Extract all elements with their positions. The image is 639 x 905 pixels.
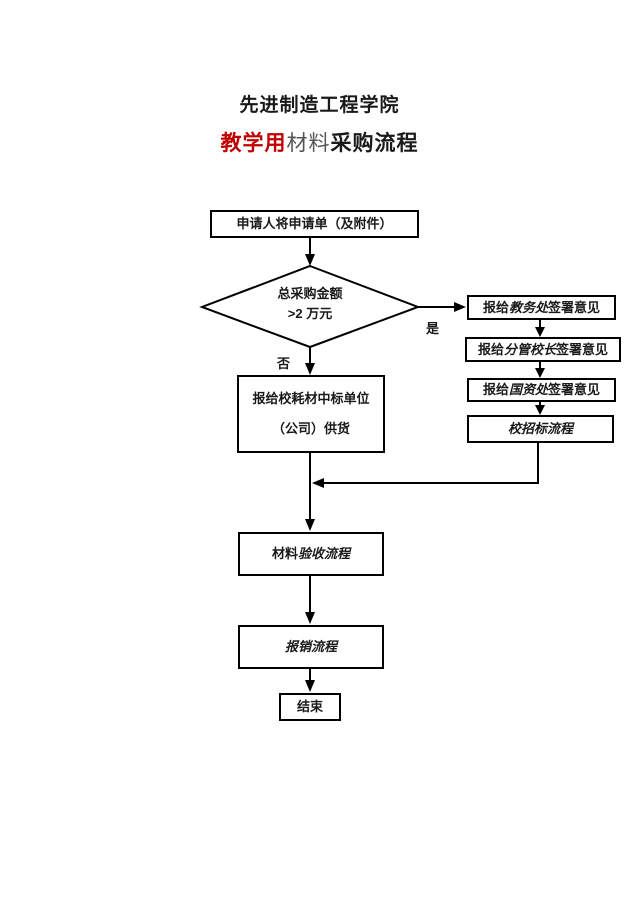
label-prefix: 报给 xyxy=(482,299,509,315)
node-approve-state-assets: 报给国资处签署意见 xyxy=(467,378,616,402)
decision-diamond-shape xyxy=(199,264,421,349)
arrowhead-down-end xyxy=(305,680,315,692)
node-supplier-line2: （公司）供货 xyxy=(271,421,350,436)
label-bidding: 校招标流程 xyxy=(507,421,573,437)
page-subtitle: 教学用材料采购流程 xyxy=(0,127,639,157)
label-suffix: 签署意见 xyxy=(548,299,601,315)
subtitle-gray-part: 材料 xyxy=(286,132,331,155)
arrowhead-down-yes3 xyxy=(535,405,545,415)
node-end: 结束 xyxy=(279,693,341,721)
label-prefix: 报给 xyxy=(477,341,504,357)
arrowhead-down-2 xyxy=(305,363,315,375)
node-approve-academic-affairs: 报给教务处签署意见 xyxy=(467,295,616,320)
decision-line2: >2 万元 xyxy=(287,306,333,322)
label-dept: 分管校长 xyxy=(503,341,556,357)
node-end-label: 结束 xyxy=(296,699,323,715)
arrowhead-right-yes xyxy=(454,302,466,312)
label-acceptance-process: 验收流程 xyxy=(298,546,351,562)
node-supplier: 报给校耗材中标单位 （公司）供货 xyxy=(237,375,385,453)
arrowhead-down-acceptance xyxy=(305,519,315,531)
decision-no-label: 否 xyxy=(277,356,291,371)
arrowhead-left-merge xyxy=(312,478,324,488)
arrowhead-down-reimburse xyxy=(305,612,315,624)
node-bidding-process: 校招标流程 xyxy=(467,415,614,443)
node-supplier-line1: 报给校耗材中标单位 xyxy=(252,391,370,407)
arrowhead-down-1 xyxy=(305,254,315,266)
node-decision-label: 总采购金额 >2 万元 xyxy=(202,284,418,324)
node-start-label: 申请人将申请单（及附件） xyxy=(236,216,393,232)
arrowhead-down-yes1 xyxy=(535,327,545,337)
connector-yes-merge xyxy=(322,443,539,484)
label-dept: 教务处 xyxy=(508,299,548,315)
decision-yes-label: 是 xyxy=(426,321,440,336)
label-dept: 国资处 xyxy=(508,382,548,398)
label-prefix: 报给 xyxy=(482,382,509,398)
subtitle-red-part: 教学用 xyxy=(220,132,287,155)
subtitle-black-part: 采购流程 xyxy=(330,132,419,155)
label-suffix: 签署意见 xyxy=(556,341,609,357)
label-material: 材料 xyxy=(271,546,298,562)
node-acceptance: 材料验收流程 xyxy=(238,532,384,576)
label-reimburse-process: 报销流程 xyxy=(284,639,337,655)
arrowhead-down-yes2 xyxy=(535,368,545,378)
node-approve-vice-president: 报给分管校长签署意见 xyxy=(465,337,621,362)
page-title: 先进制造工程学院 xyxy=(239,95,400,116)
node-reimburse: 报销流程 xyxy=(238,625,384,669)
label-suffix: 签署意见 xyxy=(548,382,601,398)
node-start: 申请人将申请单（及附件） xyxy=(210,210,419,238)
decision-line1: 总采购金额 xyxy=(277,286,343,301)
